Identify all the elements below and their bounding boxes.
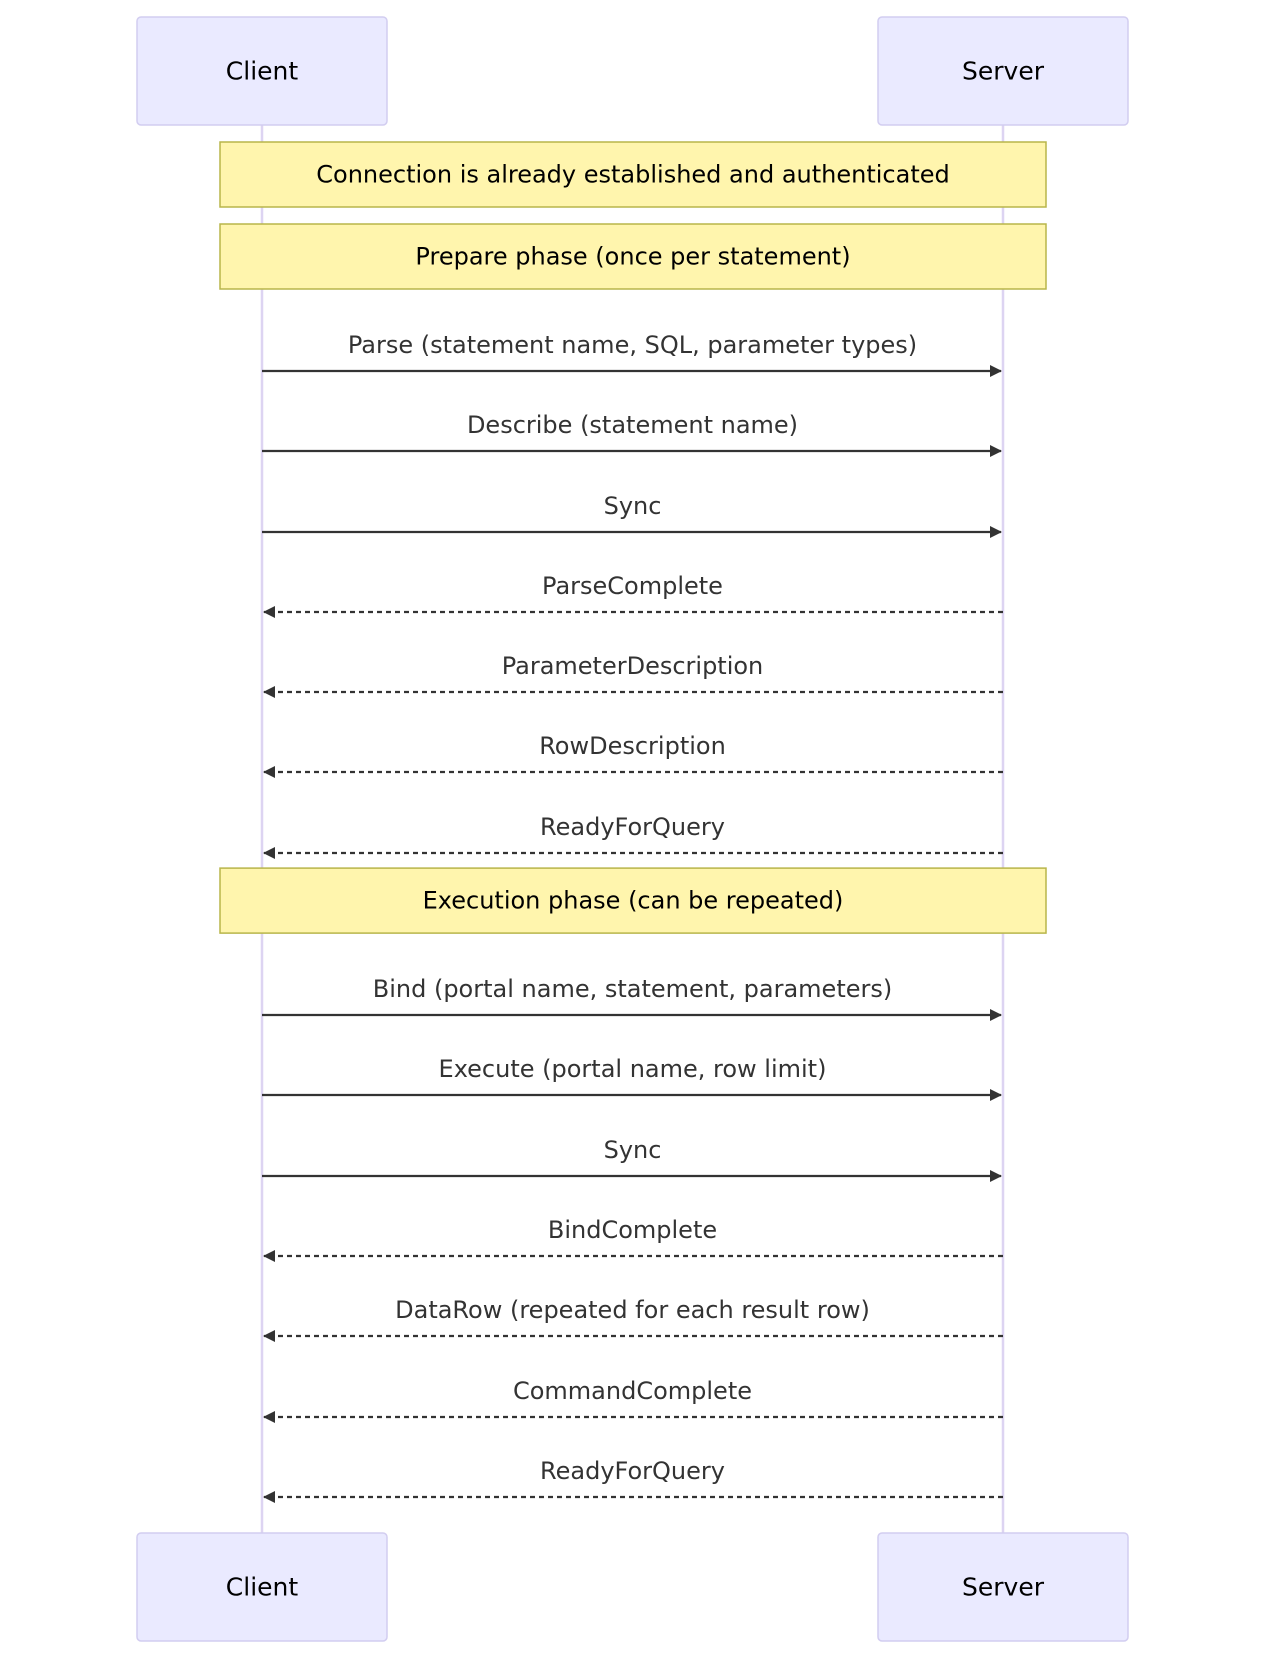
- client-actor-label: Client: [226, 1573, 299, 1602]
- sequence-items: Connection is already established and au…: [219, 141, 1047, 1503]
- message-sync: Sync: [262, 1136, 1002, 1182]
- client-actor-label: Client: [226, 57, 299, 86]
- note-prepare-phase-once-per-statement: Prepare phase (once per statement): [219, 223, 1047, 290]
- message-label: CommandComplete: [513, 1377, 752, 1405]
- message-commandcomplete: CommandComplete: [263, 1377, 1003, 1423]
- lifelines: [260, 125, 1005, 1533]
- server-actor-label: Server: [962, 1573, 1045, 1602]
- message-parameterdescription: ParameterDescription: [263, 652, 1003, 698]
- client-actor-box: [136, 1532, 388, 1642]
- message-label: RowDescription: [539, 732, 726, 760]
- message-label: ParameterDescription: [502, 652, 764, 680]
- note-execution-phase-can-be-repeated: Execution phase (can be repeated): [219, 867, 1047, 934]
- client-actor-box: [136, 16, 388, 126]
- message-parsecomplete: ParseComplete: [263, 572, 1003, 618]
- message-execute-portal-name-row-limit: Execute (portal name, row limit): [262, 1055, 1002, 1101]
- message-parse-statement-name-sql-parameter-types: Parse (statement name, SQL, parameter ty…: [262, 331, 1002, 377]
- note-label: Execution phase (can be repeated): [423, 887, 844, 915]
- note-box: [219, 223, 1047, 290]
- server-actor-top: Server: [877, 16, 1129, 126]
- message-bind-portal-name-statement-parameters: Bind (portal name, statement, parameters…: [262, 975, 1002, 1021]
- message-label: ReadyForQuery: [540, 1457, 725, 1485]
- client-actor-bottom: Client: [136, 1532, 388, 1642]
- message-label: Parse (statement name, SQL, parameter ty…: [348, 331, 917, 359]
- note-box: [219, 867, 1047, 934]
- message-datarow-repeated-for-each-result-row: DataRow (repeated for each result row): [263, 1296, 1003, 1342]
- message-readyforquery: ReadyForQuery: [263, 1457, 1003, 1503]
- message-label: Sync: [604, 492, 662, 520]
- message-sync: Sync: [262, 492, 1002, 538]
- message-label: Describe (statement name): [467, 411, 798, 439]
- server-actor-box: [877, 1532, 1129, 1642]
- message-label: BindComplete: [548, 1216, 717, 1244]
- note-label: Prepare phase (once per statement): [415, 243, 850, 271]
- message-readyforquery: ReadyForQuery: [263, 813, 1003, 859]
- message-label: ReadyForQuery: [540, 813, 725, 841]
- message-label: Execute (portal name, row limit): [439, 1055, 827, 1083]
- server-actor-label: Server: [962, 57, 1045, 86]
- message-label: ParseComplete: [542, 572, 723, 600]
- server-actor-box: [877, 16, 1129, 126]
- client-actor-top: Client: [136, 16, 388, 126]
- message-rowdescription: RowDescription: [263, 732, 1003, 778]
- message-label: Sync: [604, 1136, 662, 1164]
- note-connection-is-already-established-and-authenticated: Connection is already established and au…: [219, 141, 1047, 208]
- note-label: Connection is already established and au…: [316, 161, 949, 189]
- message-bindcomplete: BindComplete: [263, 1216, 1003, 1262]
- message-describe-statement-name: Describe (statement name): [262, 411, 1002, 457]
- server-actor-bottom: Server: [877, 1532, 1129, 1642]
- note-box: [219, 141, 1047, 208]
- message-label: Bind (portal name, statement, parameters…: [373, 975, 892, 1003]
- message-label: DataRow (repeated for each result row): [395, 1296, 870, 1324]
